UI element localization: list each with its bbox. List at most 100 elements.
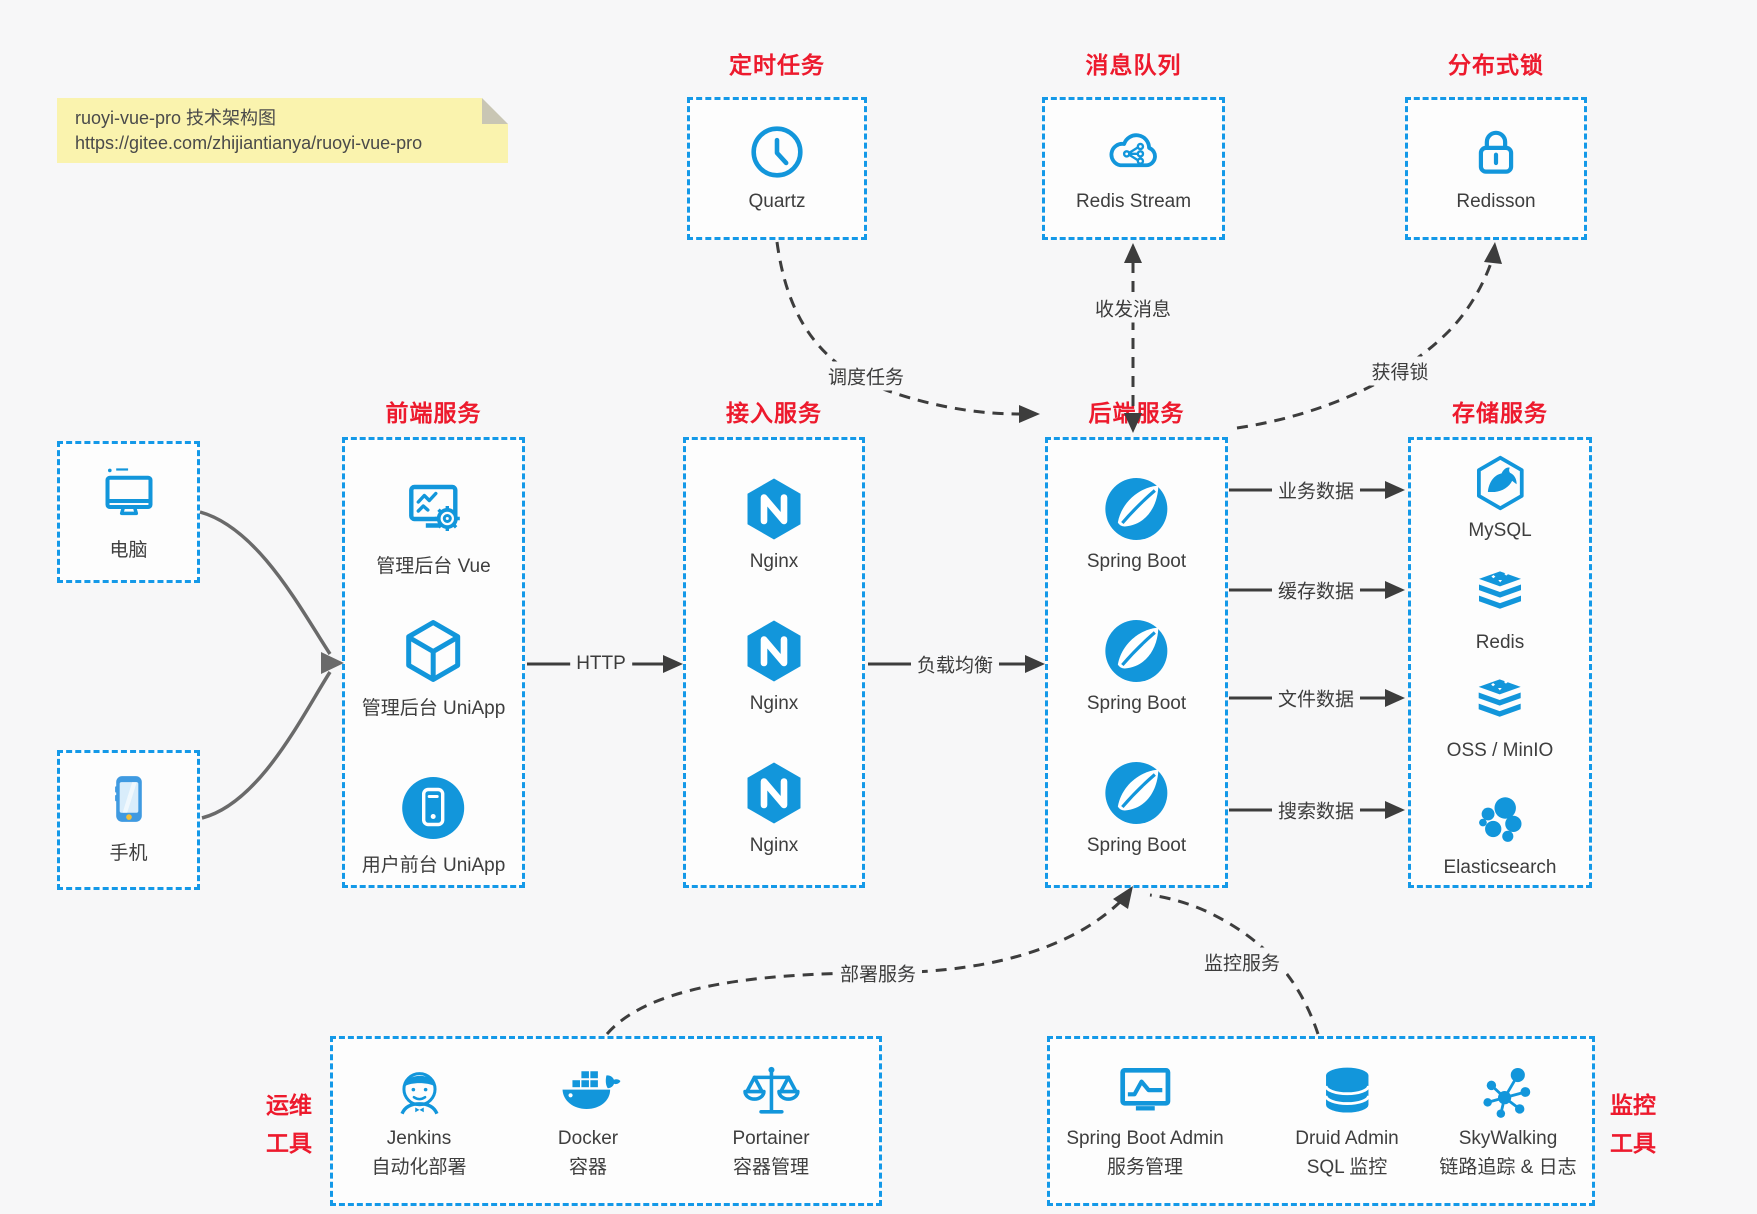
monitor-tools-box: Spring Boot Admin 服务管理 Druid Admin SQL 监… — [1047, 1036, 1595, 1206]
node-label: Spring Boot — [1086, 693, 1187, 714]
node-label: Redis Stream — [1075, 191, 1192, 212]
edge-label-lock: 获得锁 — [1365, 356, 1435, 386]
node-label: 管理后台 UniApp — [361, 698, 506, 719]
node-nginx-1: Nginx — [739, 474, 809, 573]
redis-stream-box: Redis Stream — [1042, 97, 1225, 240]
label-ops-tools: 运维 工具 — [266, 1092, 312, 1156]
node-sublabel: 容器管理 — [732, 1157, 810, 1178]
node-label: Redis — [1475, 632, 1525, 653]
node-admin-uniapp: 管理后台 UniApp — [361, 616, 506, 720]
node-spring-boot-admin: Spring Boot Admin 服务管理 — [1066, 1059, 1224, 1179]
node-docker: Docker 容器 — [555, 1059, 621, 1179]
title-message-queue: 消息队列 — [1085, 52, 1182, 78]
arrowhead-deploy-monitor — [1113, 886, 1133, 909]
lock-icon — [1464, 120, 1528, 184]
node-label: Docker — [557, 1128, 619, 1149]
edge-label-deploy: 部署服务 — [833, 958, 923, 988]
node-mobile: 手机 — [60, 767, 197, 865]
node-label: 用户前台 UniApp — [361, 855, 506, 876]
node-label: Spring Boot Admin — [1066, 1128, 1224, 1149]
node-sublabel: SQL 监控 — [1306, 1157, 1388, 1178]
title-scheduled-tasks: 定时任务 — [729, 52, 825, 78]
edge-label-monitor: 监控服务 — [1197, 947, 1287, 977]
edge-label-http: HTTP — [570, 652, 632, 676]
node-label: 电脑 — [109, 540, 148, 561]
cloud-stream-icon — [1102, 120, 1166, 184]
title-gateway-services: 接入服务 — [726, 400, 822, 426]
uniapp-user-icon — [398, 773, 468, 843]
node-sublabel: 容器 — [568, 1157, 607, 1178]
arrowhead-schedule — [1019, 405, 1040, 423]
node-sublabel: 链路追踪 & 日志 — [1439, 1157, 1577, 1178]
node-label: Redisson — [1456, 191, 1536, 212]
mobile-client-box: 手机 — [57, 750, 200, 890]
sticky-note: ruoyi-vue-pro 技术架构图 https://gitee.com/zh… — [57, 98, 508, 163]
note-title: ruoyi-vue-pro 技术架构图 — [75, 108, 277, 128]
node-mysql: MySQL — [1468, 453, 1532, 542]
label-monitor-tools: 监控 工具 — [1610, 1092, 1656, 1156]
edge-label-biz-data: 业务数据 — [1271, 475, 1361, 505]
node-nginx-2: Nginx — [739, 616, 809, 715]
node-label: Nginx — [749, 835, 799, 856]
arrowhead-load-balance — [1025, 655, 1045, 673]
title-distributed-lock: 分布式锁 — [1448, 52, 1544, 78]
arrowhead-clients-frontend — [321, 652, 344, 674]
spring-boot-admin-icon — [1112, 1059, 1178, 1125]
portainer-icon — [738, 1059, 804, 1125]
gateway-services-box: Nginx Nginx Nginx — [683, 437, 865, 888]
node-quartz: Quartz — [690, 120, 864, 213]
node-nginx-3: Nginx — [739, 758, 809, 857]
jenkins-icon — [386, 1059, 452, 1125]
node-label: OSS / MinIO — [1446, 740, 1554, 761]
node-label: Spring Boot — [1086, 835, 1187, 856]
quartz-box: Quartz — [687, 97, 867, 240]
nginx-icon — [739, 616, 809, 686]
node-label: Druid Admin — [1295, 1128, 1399, 1149]
arrowhead-lock — [1484, 242, 1502, 264]
mysql-icon — [1470, 453, 1530, 513]
druid-icon — [1314, 1059, 1380, 1125]
uniapp-cube-icon — [398, 616, 468, 686]
docker-icon — [555, 1059, 621, 1125]
node-redis: Redis — [1470, 565, 1530, 654]
desktop-icon — [97, 464, 161, 528]
node-elasticsearch: Elasticsearch — [1444, 790, 1557, 879]
ops-tools-box: Jenkins 自动化部署 Docker 容器 Portainer 容器管理 — [330, 1036, 882, 1206]
node-redis-stream: Redis Stream — [1045, 120, 1222, 213]
frontend-services-box: 管理后台 Vue 管理后台 UniApp 用户前台 UniApp — [342, 437, 525, 888]
elasticsearch-icon — [1470, 790, 1530, 850]
node-label: Jenkins — [386, 1128, 452, 1149]
node-label: 管理后台 Vue — [376, 556, 491, 577]
node-spring-boot-3: Spring Boot — [1087, 758, 1186, 857]
node-admin-vue: 管理后台 Vue — [376, 474, 491, 578]
clock-icon — [745, 120, 809, 184]
edge-label-load-balance: 负载均衡 — [910, 649, 1000, 679]
edge-label-message: 收发消息 — [1088, 293, 1178, 323]
spring-boot-icon — [1101, 616, 1171, 686]
redisson-box: Redisson — [1405, 97, 1587, 240]
redis-stack-icon — [1470, 565, 1530, 625]
node-label: Spring Boot — [1086, 551, 1187, 572]
node-redisson: Redisson — [1408, 120, 1584, 213]
spring-boot-icon — [1101, 474, 1171, 544]
nginx-icon — [739, 474, 809, 544]
spring-boot-icon — [1101, 758, 1171, 828]
node-portainer: Portainer 容器管理 — [732, 1059, 810, 1179]
node-druid-admin: Druid Admin SQL 监控 — [1295, 1059, 1399, 1179]
arrowhead-http — [663, 655, 683, 673]
node-label: 手机 — [109, 843, 148, 864]
node-spring-boot-2: Spring Boot — [1087, 616, 1186, 715]
skywalking-icon — [1475, 1059, 1541, 1125]
oss-stack-icon — [1470, 673, 1530, 733]
backend-services-box: Spring Boot Spring Boot Spring Boot — [1045, 437, 1228, 888]
admin-vue-icon — [398, 474, 468, 544]
node-sublabel: 自动化部署 — [371, 1157, 467, 1178]
edge-label-file-data: 文件数据 — [1271, 683, 1361, 713]
node-label: Nginx — [749, 551, 799, 572]
edge-label-schedule: 调度任务 — [821, 361, 911, 391]
title-frontend-services: 前端服务 — [385, 400, 482, 426]
node-label: MySQL — [1468, 520, 1532, 541]
title-backend-services: 后端服务 — [1088, 400, 1185, 426]
node-oss-minio: OSS / MinIO — [1446, 673, 1554, 762]
